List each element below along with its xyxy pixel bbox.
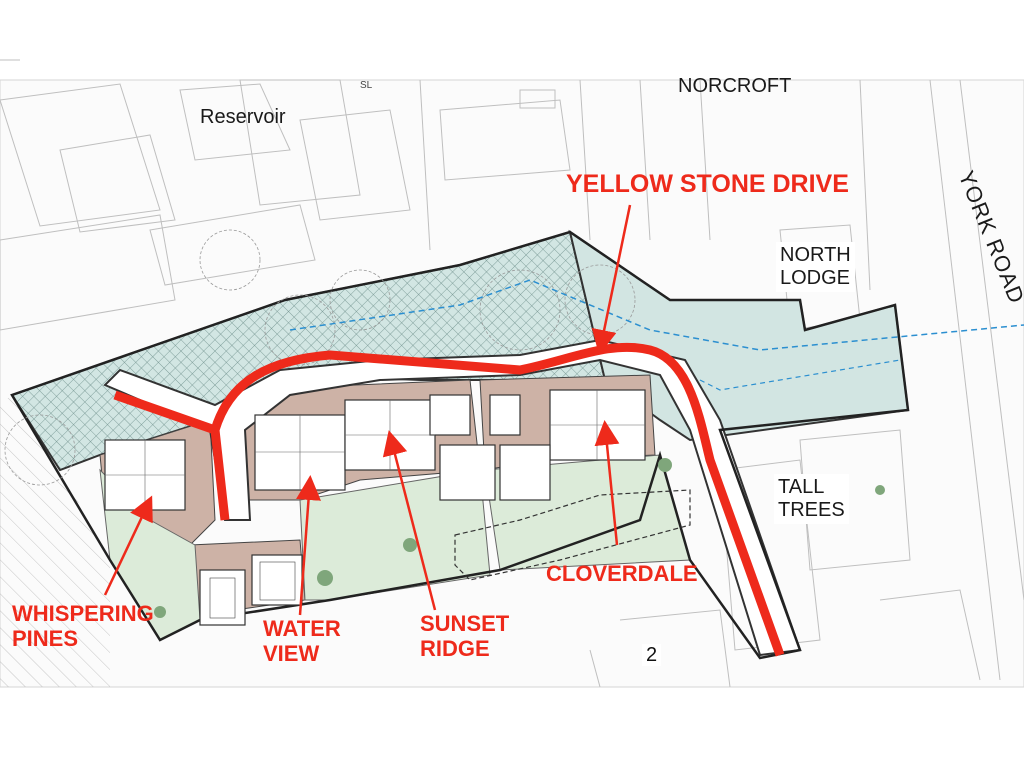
page-number: 2 bbox=[642, 644, 662, 666]
tree-protection-dash bbox=[454, 489, 691, 581]
tree-canopies bbox=[4, 229, 636, 486]
label-tall-trees: TALL TREES bbox=[774, 474, 849, 524]
water-main-line bbox=[289, 279, 1024, 351]
label-water-view: WATER VIEW bbox=[263, 616, 341, 667]
label-norcroft: NORCROFT bbox=[678, 75, 792, 97]
water-view-line1: WATER bbox=[263, 616, 341, 641]
label-arrows bbox=[103, 204, 632, 616]
sunset-ridge-line1: SUNSET bbox=[420, 611, 510, 636]
sunset-ridge-line2: RIDGE bbox=[420, 636, 490, 662]
label-whispering-pines: WHISPERING PINES bbox=[12, 601, 154, 652]
north-lodge-line1: NORTH bbox=[780, 244, 851, 266]
tree-dots bbox=[154, 458, 885, 618]
access-road bbox=[103, 338, 802, 657]
whispering-pines-line1: WHISPERING bbox=[12, 601, 154, 626]
left-hatched-area bbox=[0, 395, 110, 687]
tall-trees-line2: TREES bbox=[778, 499, 845, 521]
label-cloverdale: CLOVERDALE bbox=[546, 561, 698, 586]
tall-trees-line1: TALL bbox=[778, 476, 825, 498]
label-yellow-stone-drive: YELLOW STONE DRIVE bbox=[566, 170, 849, 198]
water-main-east bbox=[699, 359, 901, 391]
label-reservoir: Reservoir bbox=[200, 106, 286, 128]
north-lodge-line2: LODGE bbox=[780, 267, 851, 289]
label-sunset-ridge: SUNSET RIDGE bbox=[420, 611, 509, 662]
context-buildings bbox=[0, 59, 1024, 688]
label-sl: SL bbox=[360, 80, 373, 91]
yellow-stone-drive-route bbox=[113, 342, 785, 657]
water-view-line2: VIEW bbox=[263, 641, 320, 667]
label-north-lodge: NORTH LODGE bbox=[776, 242, 855, 292]
whispering-pines-line2: PINES bbox=[12, 626, 79, 652]
